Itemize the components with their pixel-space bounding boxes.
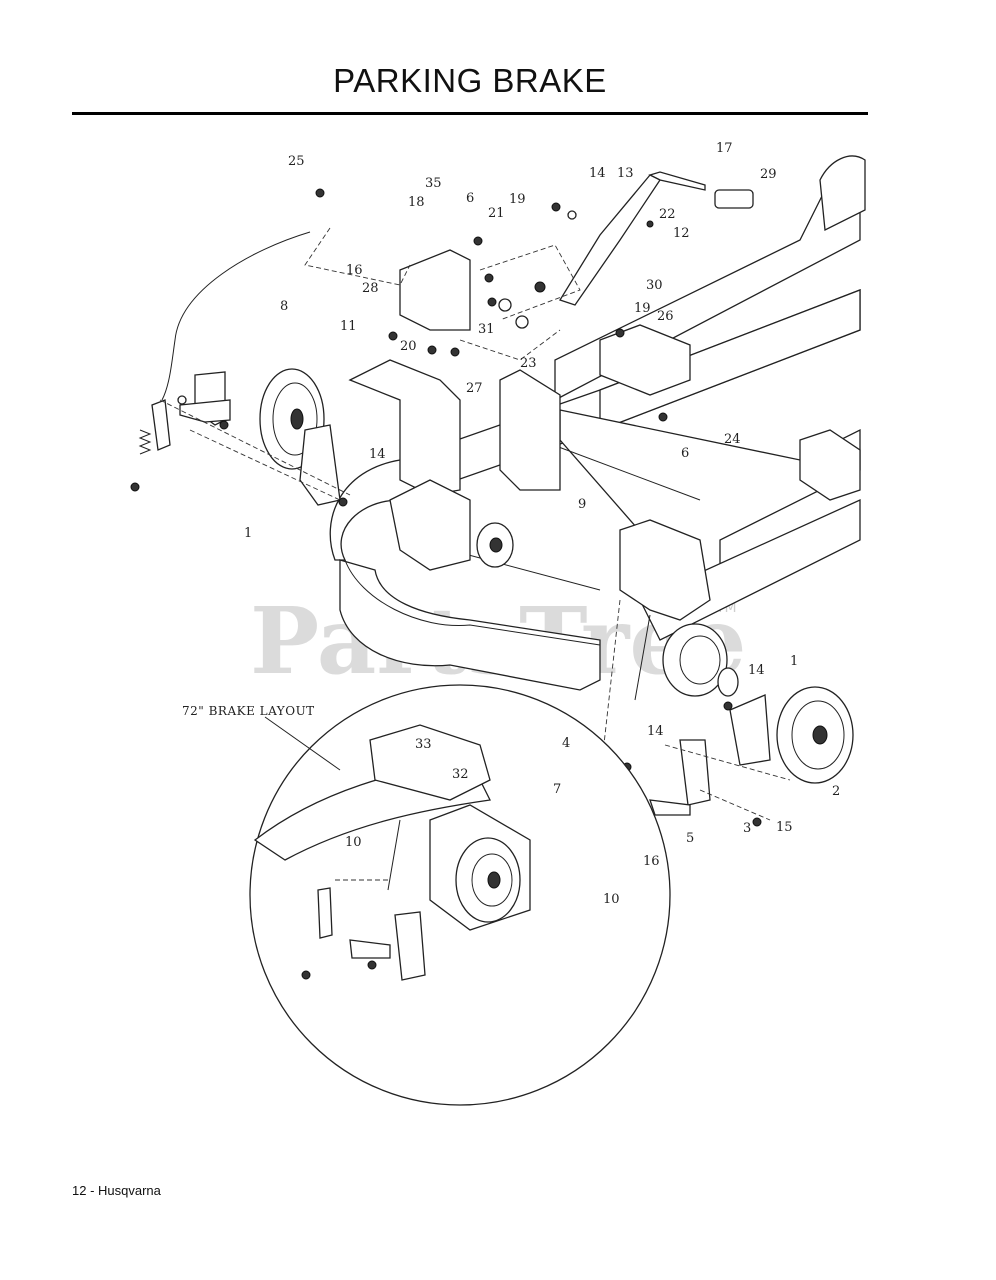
callout-28: 28 bbox=[362, 281, 379, 296]
callout-6: 6 bbox=[466, 191, 474, 206]
callout-20: 20 bbox=[400, 339, 417, 354]
caliper-bracket-left bbox=[151, 371, 341, 506]
callout-30: 30 bbox=[646, 278, 663, 293]
callout-10: 10 bbox=[603, 892, 620, 907]
callout-8: 8 bbox=[280, 299, 288, 314]
callout-13: 13 bbox=[617, 166, 634, 181]
brake-rod bbox=[634, 614, 651, 701]
callout-7: 7 bbox=[553, 782, 561, 797]
callout-25: 25 bbox=[288, 154, 305, 169]
callout-19: 19 bbox=[509, 192, 526, 207]
callout-21: 21 bbox=[488, 206, 505, 221]
callout-11: 11 bbox=[340, 319, 357, 334]
title-rule bbox=[72, 112, 868, 115]
callout-17: 17 bbox=[716, 141, 733, 156]
assembly-leaders bbox=[159, 227, 791, 821]
callout-27: 27 bbox=[466, 381, 483, 396]
callout-32: 32 bbox=[452, 767, 469, 782]
callout-14b: 14 bbox=[369, 447, 386, 462]
parking-brake-handle bbox=[559, 171, 754, 306]
callout-5: 5 bbox=[686, 831, 694, 846]
callout-12: 12 bbox=[673, 226, 690, 241]
callout-24: 24 bbox=[724, 432, 741, 447]
callout-9: 9 bbox=[578, 497, 586, 512]
callout-4: 4 bbox=[562, 736, 570, 751]
callout-6b: 6 bbox=[681, 446, 689, 461]
hardware bbox=[130, 188, 762, 863]
callout-14: 14 bbox=[589, 166, 606, 181]
callout-labels: 25 35 18 6 21 19 14 13 17 29 22 12 16 28… bbox=[244, 141, 840, 907]
callout-18: 18 bbox=[408, 195, 425, 210]
callout-26: 26 bbox=[657, 309, 674, 324]
callout-23: 23 bbox=[520, 356, 537, 371]
callout-35: 35 bbox=[425, 176, 442, 191]
brake-cable bbox=[161, 231, 311, 401]
callout-14c: 14 bbox=[748, 663, 765, 678]
callout-19b: 19 bbox=[634, 301, 651, 316]
callout-2: 2 bbox=[832, 784, 840, 799]
page-footer: 12 - Husqvarna bbox=[72, 1183, 161, 1198]
callout-22: 22 bbox=[659, 207, 676, 222]
axle-hub bbox=[476, 522, 739, 697]
callout-31: 31 bbox=[478, 322, 495, 337]
frame-brackets bbox=[348, 249, 861, 621]
callout-16b: 16 bbox=[643, 854, 660, 869]
callout-33: 33 bbox=[415, 737, 432, 752]
callout-15: 15 bbox=[776, 820, 793, 835]
callout-16: 16 bbox=[346, 263, 363, 278]
callout-3: 3 bbox=[743, 821, 751, 836]
callout-29: 29 bbox=[760, 167, 777, 182]
inset-detail bbox=[249, 684, 671, 1106]
inset-label: 72" BRAKE LAYOUT bbox=[182, 704, 315, 718]
callout-1: 1 bbox=[244, 526, 252, 541]
brake-disc-right bbox=[776, 686, 854, 784]
page-title: PARKING BRAKE bbox=[333, 62, 607, 99]
callout-14d: 14 bbox=[647, 724, 664, 739]
callout-10b: 10 bbox=[345, 835, 362, 850]
callout-1b: 1 bbox=[790, 654, 798, 669]
